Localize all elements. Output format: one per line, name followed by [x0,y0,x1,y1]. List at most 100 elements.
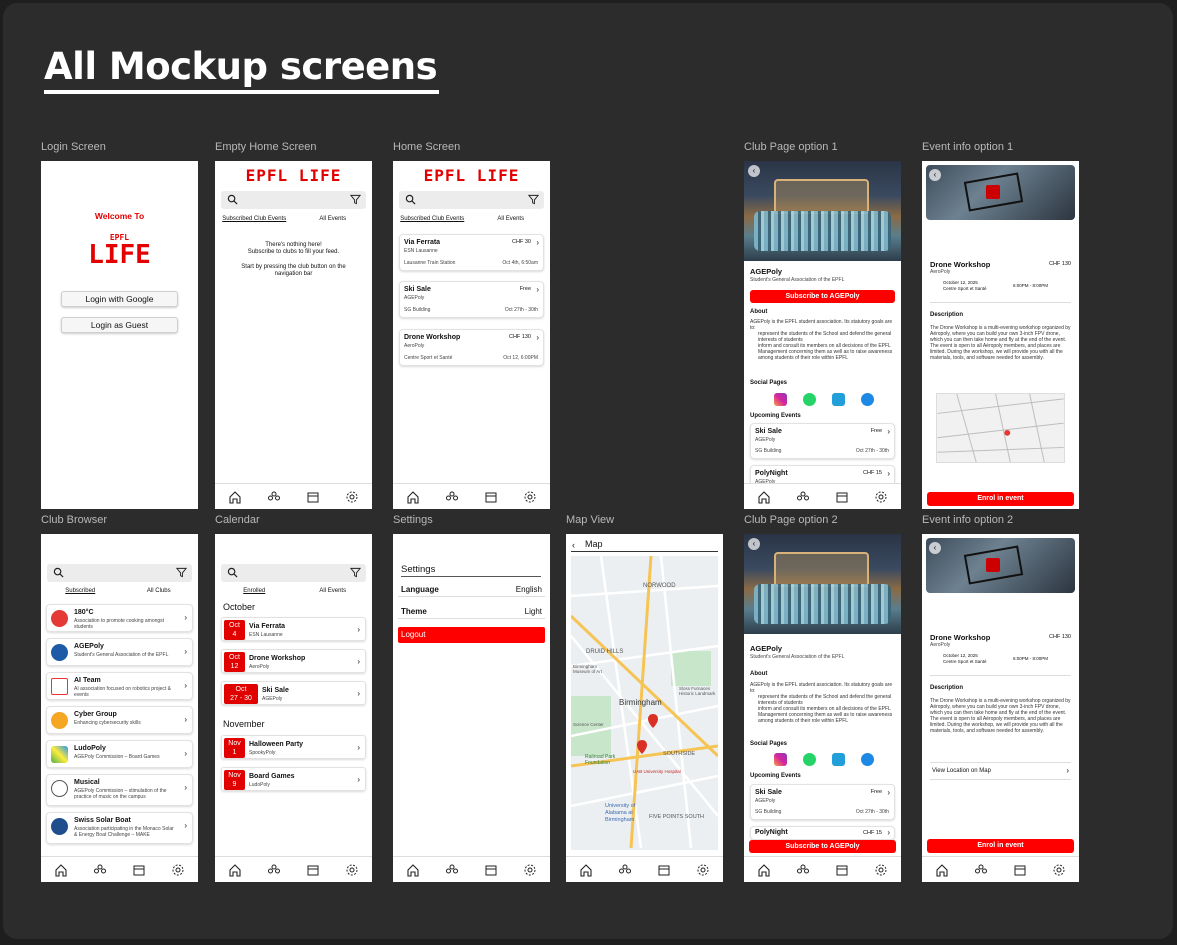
about-bullet-1: represent the students of the School and… [758,694,892,706]
home-icon[interactable] [228,863,242,877]
home-icon[interactable] [757,490,771,504]
clubs-icon[interactable] [796,863,810,877]
gear-icon[interactable] [696,863,710,877]
search-input[interactable] [221,191,366,209]
tab-subscribed-events[interactable]: Subscribed Club Events [222,216,287,222]
tab-subscribed[interactable]: Subscribed [65,588,96,594]
whatsapp-icon[interactable] [803,753,816,766]
gear-icon[interactable] [874,490,888,504]
subscribe-button[interactable]: Subscribe to AGEPoly [750,290,895,303]
upcoming-event-card[interactable]: PolyNight CHF 15 › [750,826,895,840]
clubs-icon[interactable] [93,863,107,877]
home-icon[interactable] [228,490,242,504]
home-icon[interactable] [406,490,420,504]
chevron-right-icon: › [887,828,890,837]
logout-button[interactable]: Logout [398,627,545,643]
search-input[interactable] [221,564,366,582]
view-location-row[interactable]: View Location on Map › [930,762,1071,780]
event-card[interactable]: Ski Sale AGEPoly Free › SG Building Oct … [399,281,544,318]
instagram-icon[interactable] [774,393,787,406]
clubs-icon[interactable] [267,490,281,504]
home-icon[interactable] [406,863,420,877]
clubs-icon[interactable] [267,863,281,877]
login-guest-button[interactable]: Login as Guest [61,317,178,333]
tab-all-clubs[interactable]: All Clubs [146,588,171,594]
enrol-button[interactable]: Enrol in event [927,839,1074,853]
home-icon[interactable] [935,863,949,877]
telegram-icon[interactable] [832,393,845,406]
back-icon[interactable]: ‹ [929,542,941,554]
home-icon[interactable] [54,863,68,877]
gear-icon[interactable] [523,863,537,877]
calendar-icon[interactable] [835,863,849,877]
website-icon[interactable] [861,753,874,766]
event-title: PolyNight [755,829,788,836]
home-icon[interactable] [757,863,771,877]
calendar-icon[interactable] [657,863,671,877]
tab-subscribed-events[interactable]: Subscribed Club Events [400,216,465,222]
calendar-icon[interactable] [306,863,320,877]
clubs-icon[interactable] [974,863,988,877]
login-google-button[interactable]: Login with Google [61,291,178,307]
filter-icon[interactable] [350,567,361,578]
back-icon[interactable]: ‹ [929,169,941,181]
gear-icon[interactable] [345,863,359,877]
whatsapp-icon[interactable] [803,393,816,406]
filter-icon[interactable] [350,194,361,205]
search-input[interactable] [399,191,544,209]
tab-all-events[interactable]: All Events [497,216,525,222]
back-icon[interactable]: ‹ [748,538,760,550]
event-card[interactable]: Drone Workshop AeroPoly CHF 130 › Centre… [399,329,544,366]
search-input[interactable] [47,564,192,582]
event-title: Ski Sale [755,789,782,796]
map-label: UAB University Hospital [633,769,681,774]
subscribe-button[interactable]: Subscribe to AGEPoly [749,840,896,853]
enrol-button[interactable]: Enrol in event [927,492,1074,506]
telegram-icon[interactable] [832,753,845,766]
tab-enrolled[interactable]: Enrolled [243,588,266,594]
clubs-icon[interactable] [618,863,632,877]
clubs-icon[interactable] [796,490,810,504]
calendar-icon[interactable] [835,490,849,504]
calendar-icon[interactable] [1013,863,1027,877]
gear-icon[interactable] [345,490,359,504]
calendar-icon[interactable] [306,490,320,504]
calendar-icon[interactable] [484,490,498,504]
tab-all-events[interactable]: All Events [319,588,347,594]
calendar-icon[interactable] [132,863,146,877]
upcoming-event-card[interactable]: Ski Sale AGEPoly Free › SG Building Oct … [750,423,895,459]
calendar-icon[interactable] [484,863,498,877]
clubs-icon[interactable] [445,490,459,504]
filter-icon[interactable] [176,567,187,578]
gear-icon[interactable] [523,490,537,504]
clubs-icon[interactable] [445,863,459,877]
website-icon[interactable] [861,393,874,406]
back-icon[interactable]: ‹ [572,540,575,550]
home-icon[interactable] [579,863,593,877]
instagram-icon[interactable] [774,753,787,766]
gear-icon[interactable] [171,863,185,877]
filter-icon[interactable] [528,194,539,205]
upcoming-event-card[interactable]: Ski Sale AGEPoly Free › SG Building Oct … [750,784,895,820]
location-map-thumbnail[interactable] [936,393,1065,463]
back-icon[interactable]: ‹ [748,165,760,177]
gear-icon[interactable] [1052,863,1066,877]
map-area[interactable]: NORWOOD DRUID HILLS Birmingham SOUTHSIDE… [571,556,718,850]
event-card[interactable]: Via Ferrata ESN Lausanne CHF 30 › Lausan… [399,234,544,271]
gear-icon[interactable] [874,863,888,877]
tab-all-events[interactable]: All Events [319,216,347,222]
